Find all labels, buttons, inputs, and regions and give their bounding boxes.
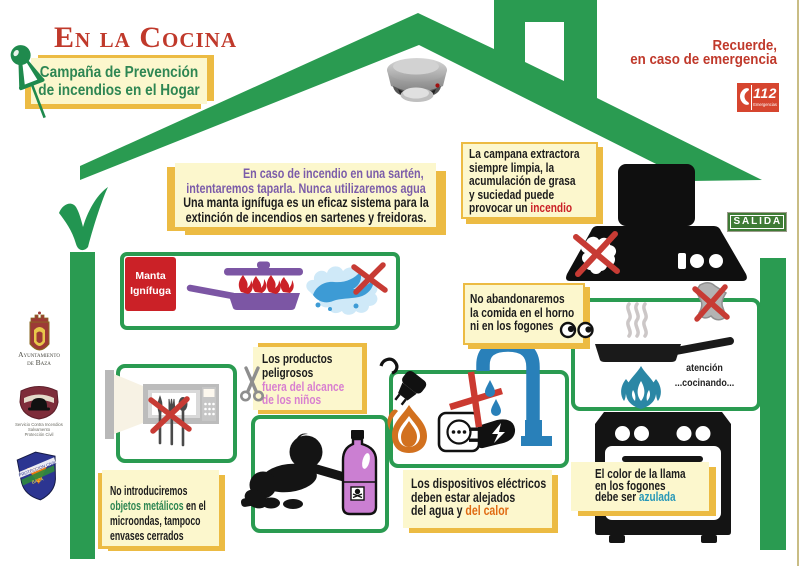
note-pan-fire: En caso de incendio en una sartén,intent… [175, 163, 436, 227]
wall-socket [437, 411, 481, 453]
check-mark [59, 187, 108, 251]
pan-flames [238, 275, 294, 294]
extractor-hood [566, 164, 747, 281]
exit-sign: SALIDA [727, 212, 787, 232]
fire-service-caption: Servicio Contra Incendios Salvamento Pro… [15, 422, 63, 437]
cooking-caption: atención ...cocinando... [674, 362, 735, 389]
council-caption: Ayuntamiento de Baza [18, 350, 60, 367]
poison-bottle [341, 430, 378, 516]
phone-icon [740, 88, 749, 105]
water-splash [306, 262, 388, 315]
badge-divider [750, 85, 752, 110]
emergency-reminder: Recuerde, en caso de emergencia [575, 38, 777, 68]
microwave [105, 370, 219, 447]
faucet [476, 338, 552, 446]
emergency-line1: Recuerde, [712, 38, 777, 54]
badge-caption: Emergencias [753, 102, 777, 107]
cross-hood [573, 231, 620, 277]
house-wall-right [760, 258, 786, 550]
house-roof-and-chimney [80, 0, 762, 181]
poster-title: En la Cocina [54, 21, 238, 54]
fire-blanket-label: Manta Ignífuga [125, 257, 176, 311]
gas-flame [621, 366, 661, 409]
cross-microwave [148, 396, 192, 434]
chimney-hollow [525, 22, 564, 81]
logo-civil-protection [16, 451, 56, 501]
baby-silhouette [240, 433, 349, 509]
water-drop [485, 380, 495, 397]
power-plug-cord [379, 357, 427, 406]
blanket-pan [186, 261, 303, 310]
microwave-beam [114, 374, 143, 434]
emergency-112-badge: 112 Emergencias [737, 83, 779, 112]
smoke-detector [387, 58, 447, 102]
house-wall-left [70, 252, 95, 559]
fire-flames [387, 405, 427, 453]
logo-council [29, 311, 50, 351]
crossed-rag [692, 282, 730, 322]
cross-water [351, 262, 388, 295]
steam [626, 302, 648, 338]
logo-fire-service [19, 386, 59, 420]
badge-number: 112 [753, 85, 777, 101]
water-drop [491, 399, 501, 416]
electric-plug [469, 419, 516, 449]
frying-pan [595, 337, 734, 362]
emergency-line2: en caso de emergencia [630, 51, 777, 68]
page-edge-line [797, 0, 799, 566]
